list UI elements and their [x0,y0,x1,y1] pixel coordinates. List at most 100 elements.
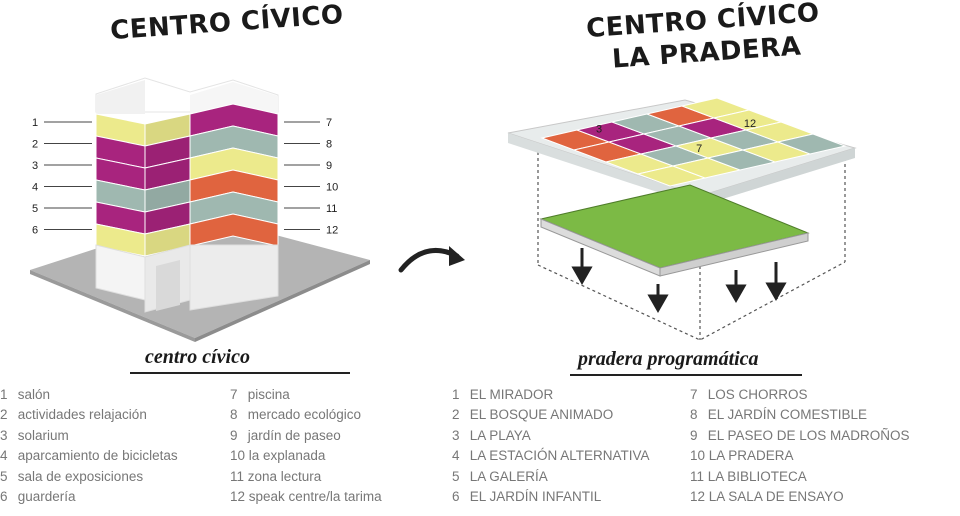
floor-number-1: 1 [32,117,38,129]
list-label: solarium [14,427,69,443]
list-number: 11 [230,468,245,484]
list-label: mercado ecológico [244,407,362,423]
floor-number-4: 4 [32,182,38,194]
grid-label-3: 3 [596,124,602,136]
list-number: 1 [0,387,8,402]
left-list-item: 12 speak centre/la tarima [230,487,382,507]
right-list-item: 8 EL JARDÍN COMESTIBLE [690,405,910,425]
floor-number-11: 11 [326,203,337,215]
right-list-item: 3 LA PLAYA [452,426,650,446]
list-label: la explanada [245,448,326,464]
list-label: EL JARDÍN COMESTIBLE [704,407,868,423]
floor-number-5: 5 [32,203,38,215]
list-number: 9 [690,427,698,443]
list-label: LA GALERÍA [466,468,548,484]
list-number: 10 [690,448,706,464]
list-number: 4 [452,448,460,464]
list-label: LA SALA DE ENSAYO [705,488,844,504]
program-grid [540,97,847,187]
right-list-item: 11 LA BIBLIOTECA [690,467,910,487]
left-list-item: 6 guardería [0,487,178,507]
left-title: CENTRO CÍVICO [109,0,345,47]
list-label: LA ESTACIÓN ALTERNATIVA [466,448,650,464]
floor-number-7: 7 [326,117,332,129]
list-label: EL PASEO DE LOS MADROÑOS [704,427,910,443]
right-list-item: 12 LA SALA DE ENSAYO [690,487,910,507]
list-label: LA BIBLIOTECA [704,468,807,484]
right-subtitle: pradera programática [578,348,759,370]
left-list-item: 8 mercado ecológico [230,405,382,425]
list-number: 10 [230,448,246,464]
right-list-item: 9 EL PASEO DE LOS MADROÑOS [690,426,910,446]
left-list-item: 3 solarium [0,426,178,446]
left-list-item: 5 sala de exposiciones [0,467,178,487]
right-list-item: 1 EL MIRADOR [452,385,650,405]
right-list-item: 2 EL BOSQUE ANIMADO [452,405,650,425]
list-label: jardín de paseo [244,427,341,443]
left-list-item: 10 la explanada [230,446,382,466]
list-label: salón [14,387,51,402]
list-label: speak centre/la tarima [245,488,382,504]
right-list-item: 7 LOS CHORROS [690,385,910,405]
list-label: EL BOSQUE ANIMADO [466,407,614,423]
right-subtitle-rule [570,374,802,376]
list-label: guardería [14,488,76,504]
list-number: 12 [690,488,706,504]
list-label: LOS CHORROS [704,387,808,402]
floor-number-10: 10 [326,182,338,194]
floor-number-6: 6 [32,225,38,237]
floor-number-8: 8 [326,139,332,151]
left-list-item: 9 jardín de paseo [230,426,382,446]
list-number: 5 [0,468,8,484]
left-list-item: 1 salón [0,385,178,405]
right-list-item: 5 LA GALERÍA [452,467,650,487]
floor-leader-lines [44,121,320,230]
left-list-item: 11 zona lectura [230,467,382,487]
list-number: 7 [230,387,238,402]
list-number: 1 [452,387,460,402]
right-list-item: 6 EL JARDÍN INFANTIL [452,487,650,507]
left-subtitle-rule [130,372,350,374]
list-label: LA PRADERA [705,448,794,464]
list-number: 5 [452,468,460,484]
floor-number-9: 9 [326,160,332,172]
list-number: 9 [230,427,238,443]
list-label: piscina [244,387,290,402]
left-list-item: 4 aparcamiento de bicicletas [0,446,178,466]
list-label: EL MIRADOR [466,387,554,402]
list-label: aparcamiento de bicicletas [14,448,178,464]
right-list-item: 4 LA ESTACIÓN ALTERNATIVA [452,446,650,466]
list-number: 6 [452,488,460,504]
list-label: actividades relajación [14,407,147,423]
list-number: 2 [452,407,460,423]
list-number: 7 [690,387,698,402]
left-list-item: 7 piscina [230,385,382,405]
floor-number-3: 3 [32,160,38,172]
pradera-diagram: 3 7 12 [507,97,857,341]
grid-label-12: 12 [744,118,756,130]
list-label: EL JARDÍN INFANTIL [466,488,602,504]
list-number: 12 [230,488,246,504]
list-number: 3 [0,427,8,443]
list-number: 3 [452,427,460,443]
transform-arrow [398,246,465,273]
building-floors [95,103,279,257]
list-label: zona lectura [244,468,322,484]
floor-number-2: 2 [32,139,38,151]
list-number: 6 [0,488,8,504]
list-number: 2 [0,407,8,423]
list-number: 4 [0,448,8,464]
list-number: 8 [690,407,698,423]
right-list-item: 10 LA PRADERA [690,446,910,466]
list-number: 11 [690,468,705,484]
list-label: sala de exposiciones [14,468,144,484]
grid-label-7: 7 [696,143,702,155]
left-list-item: 2 actividades relajación [0,405,178,425]
down-arrows [571,248,787,314]
grid-tile [776,133,847,155]
list-number: 8 [230,407,238,423]
